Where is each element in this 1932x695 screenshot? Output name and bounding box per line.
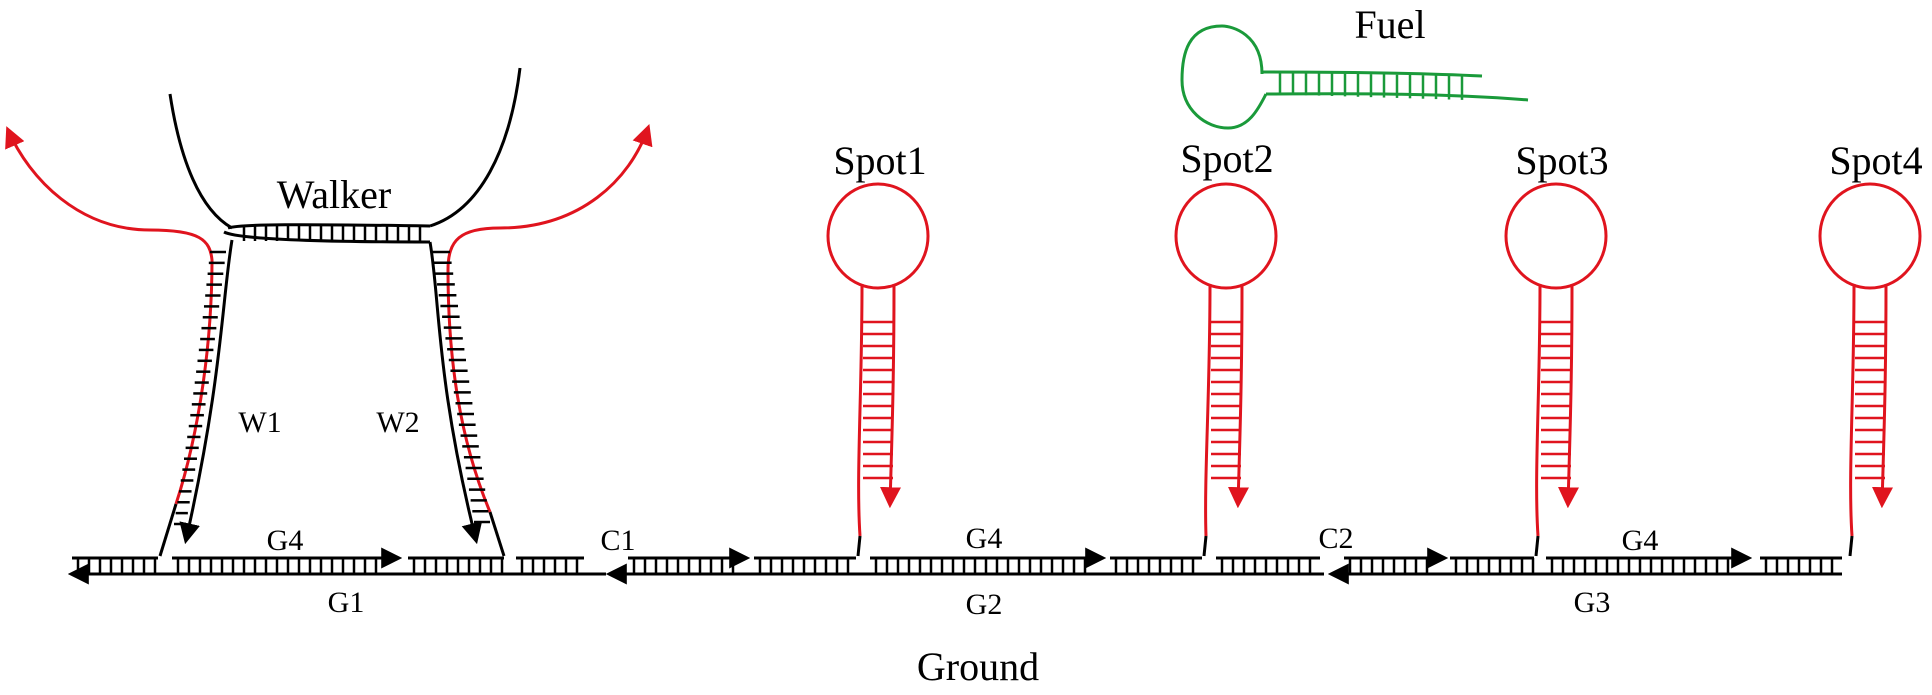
strand-top-label-c1: C1 xyxy=(600,524,635,557)
strand-bottom-label-g3: G3 xyxy=(1574,586,1611,619)
ground-label: Ground xyxy=(917,644,1039,689)
fuel-rungs xyxy=(1278,72,1464,100)
spot-stem-left xyxy=(1849,283,1856,537)
spot-stem-foot xyxy=(1534,535,1540,557)
spot-loop xyxy=(1504,182,1608,290)
spot-hairpin-2 xyxy=(1174,182,1278,557)
spot-stem-left xyxy=(857,283,864,537)
w1-leg-strand xyxy=(179,239,234,545)
walker-right-arm xyxy=(429,67,522,228)
walker-duplex-rungs xyxy=(242,226,422,241)
fuel-loop xyxy=(1180,24,1268,130)
spot-loop xyxy=(1818,182,1922,290)
spot-stem-right xyxy=(879,283,901,509)
walker-duplex-bottom xyxy=(223,230,431,244)
walker-duplex-top xyxy=(227,223,431,230)
fuel-lower-strand xyxy=(1265,92,1529,102)
w1-red-to-ground xyxy=(158,503,178,557)
spot-loop xyxy=(826,182,930,290)
spot-stem-foot xyxy=(856,535,862,557)
spot-stem-foot xyxy=(1202,535,1208,557)
w2-red-strand xyxy=(446,124,653,513)
walker-left-arm xyxy=(168,93,233,230)
spot1-label: Spot1 xyxy=(833,138,926,183)
strand-top-label-g4-2: G4 xyxy=(966,522,1003,555)
spot-hairpin-3 xyxy=(1504,182,1608,557)
spot-hairpins xyxy=(826,182,1922,557)
w2-rungs xyxy=(432,250,490,524)
spot-stem-left xyxy=(1204,283,1212,537)
spot-hairpin-4 xyxy=(1818,182,1922,557)
spot3-label: Spot3 xyxy=(1515,138,1608,183)
walker xyxy=(5,67,653,557)
w2-label: W2 xyxy=(376,406,419,439)
fuel-upper-strand xyxy=(1261,70,1483,78)
spot2-label: Spot2 xyxy=(1180,136,1273,181)
spot-stem-right xyxy=(1557,283,1579,509)
walker-label: Walker xyxy=(277,172,392,217)
w1-red-strand xyxy=(5,126,214,505)
strand-top-label-c2: C2 xyxy=(1318,522,1353,555)
w2-leg-strand xyxy=(428,241,483,545)
w1-label: W1 xyxy=(238,406,281,439)
fuel-label: Fuel xyxy=(1354,2,1425,47)
spot4-label: Spot4 xyxy=(1829,138,1922,183)
strand-top-label-g4-1: G4 xyxy=(267,524,304,557)
spot-stem-foot xyxy=(1848,535,1854,557)
w1-rungs xyxy=(174,250,226,526)
spot-loop xyxy=(1174,182,1278,290)
strand-top-label-g4-3: G4 xyxy=(1622,524,1659,557)
fuel-hairpin xyxy=(1180,24,1529,130)
w2-red-to-ground xyxy=(488,511,506,557)
spot-stem-right xyxy=(1871,283,1893,509)
spot-stem-left xyxy=(1535,283,1542,537)
strand-bottom-label-g2: G2 xyxy=(966,588,1003,621)
strand-bottom-label-g1: G1 xyxy=(328,586,365,619)
spot-stem-right xyxy=(1227,283,1249,509)
ground-track xyxy=(67,547,1842,585)
spot-hairpin-1 xyxy=(826,182,930,557)
